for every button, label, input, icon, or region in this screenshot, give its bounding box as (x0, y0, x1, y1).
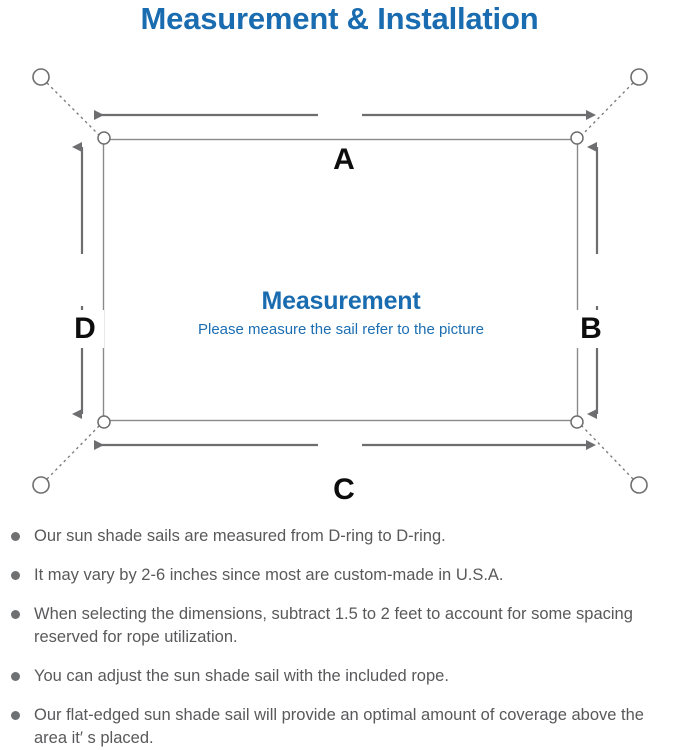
anchor-ring-top-right (630, 68, 648, 86)
bullet-icon (11, 672, 20, 681)
diagram-svg (32, 68, 648, 494)
list-item-text: You can adjust the sun shade sail with t… (34, 667, 449, 685)
sail-d-rings (97, 131, 584, 429)
bullet-icon (11, 610, 20, 619)
d-ring-top-right (570, 131, 584, 145)
notes-list: Our sun shade sails are measured from D-… (0, 525, 679, 750)
list-item-text: It may vary by 2-6 inches since most are… (34, 566, 504, 584)
list-item-text: When selecting the dimensions, subtract … (34, 605, 633, 646)
list-item: You can adjust the sun shade sail with t… (0, 665, 679, 688)
list-item: Our flat-edged sun shade sail will provi… (0, 704, 679, 750)
rope-top-left (46, 82, 102, 138)
dimension-label-c: C (310, 473, 378, 507)
anchor-ring-bottom-right (630, 476, 648, 494)
dimension-label-a: A (310, 143, 378, 177)
list-item-text: Our sun shade sails are measured from D-… (34, 527, 446, 545)
anchor-ring-bottom-left (32, 476, 50, 494)
rope-top-right (579, 82, 634, 138)
bullet-icon (11, 571, 20, 580)
sail-center-title: Measurement (261, 287, 421, 315)
bullet-icon (11, 711, 20, 720)
anchor-ring-top-left (32, 68, 50, 86)
dimension-label-d: D (66, 310, 104, 348)
bullet-icon (11, 532, 20, 541)
d-ring-bottom-left (97, 415, 111, 429)
sail-center-label: Measurement Please measure the sail refe… (103, 286, 579, 340)
rope-bottom-right (579, 423, 634, 480)
list-item: It may vary by 2-6 inches since most are… (0, 564, 679, 587)
sail-measurement-diagram: A B C D Measurement Please measure the s… (0, 48, 679, 513)
list-item-text: Our flat-edged sun shade sail will provi… (34, 706, 644, 747)
list-item: When selecting the dimensions, subtract … (0, 603, 679, 649)
sail-center-subtitle: Please measure the sail refer to the pic… (198, 321, 484, 338)
page-title: Measurement & Installation (140, 1, 539, 36)
list-item: Our sun shade sails are measured from D-… (0, 525, 679, 548)
dimension-label-b: B (572, 310, 610, 348)
anchor-rings (32, 68, 648, 494)
d-ring-bottom-right (570, 415, 584, 429)
rope-lines (46, 82, 634, 480)
rope-bottom-left (46, 423, 102, 480)
sail-outline (102, 138, 579, 422)
d-ring-top-left (97, 131, 111, 145)
